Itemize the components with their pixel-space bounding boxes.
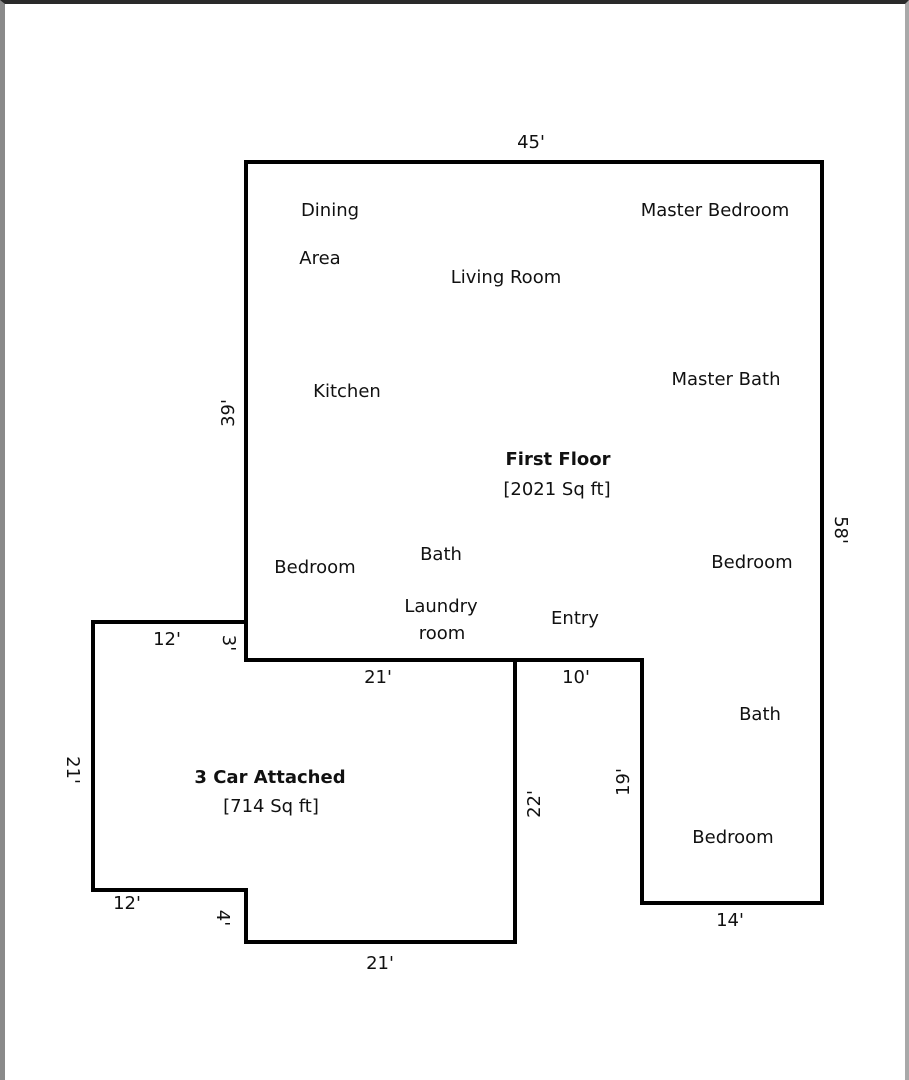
dimension-garage-top: 12': [153, 629, 181, 650]
dimension-garage-bottom-left: 12': [113, 893, 141, 914]
first-floor-title: First Floor: [505, 449, 611, 470]
dimension-garage-right: 22': [524, 790, 545, 818]
dimension-garage-inner-top: 21': [364, 667, 392, 688]
first-floor-area: [2021 Sq ft]: [503, 479, 611, 500]
room-label-master-bedroom: Master Bedroom: [640, 200, 790, 221]
room-label-entry: Entry: [551, 608, 599, 629]
room-label-area: Area: [299, 248, 341, 269]
dimension-garage-step-top: 3': [218, 634, 239, 652]
room-label-living-room: Living Room: [450, 267, 562, 288]
garage-title: 3 Car Attached: [194, 767, 346, 788]
room-label-kitchen: Kitchen: [313, 381, 381, 402]
garage-wall: [91, 620, 517, 944]
room-label-laundry: Laundry: [404, 596, 478, 617]
dimension-garage-bottom: 21': [366, 953, 394, 974]
dimension-top: 45': [517, 132, 545, 153]
room-label-dining: Dining: [300, 200, 360, 221]
first-floor-wall: [244, 160, 824, 905]
room-label-bath-right: Bath: [739, 704, 781, 725]
dimension-left-main: 39': [218, 399, 239, 427]
dimension-wing-bottom: 14': [716, 910, 744, 931]
dimension-entry-top: 10': [562, 667, 590, 688]
room-label-bedroom-bottom: Bedroom: [692, 827, 774, 848]
room-label-bedroom-right: Bedroom: [711, 552, 793, 573]
room-label-bath-center: Bath: [420, 544, 462, 565]
dimension-garage-left: 21': [62, 756, 83, 784]
room-label-laundry-room: room: [418, 623, 466, 644]
dimension-right: 58': [830, 516, 851, 544]
garage-area: [714 Sq ft]: [223, 796, 319, 817]
dimension-wing-left: 19': [613, 768, 634, 796]
room-label-master-bath: Master Bath: [671, 369, 781, 390]
room-label-bedroom-left: Bedroom: [274, 557, 356, 578]
dimension-garage-step-bottom: 4': [212, 909, 233, 927]
